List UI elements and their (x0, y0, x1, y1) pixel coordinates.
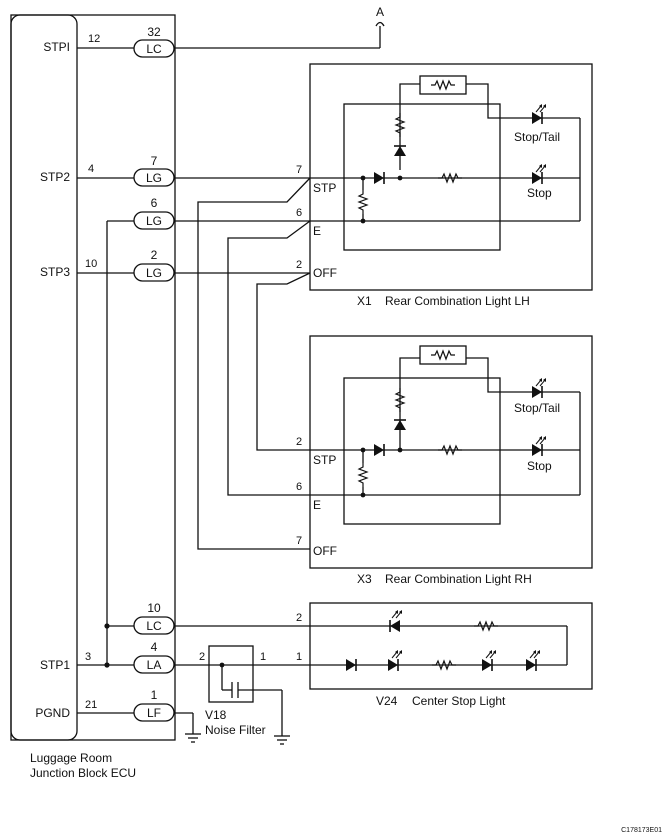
v24-pin-bottom: 1 (296, 651, 302, 663)
x3-id: X3 (357, 572, 372, 586)
x3-terminal-e: E (313, 498, 321, 512)
x3-pin-off: 7 (296, 535, 302, 547)
x1-pin-stp: 7 (296, 164, 302, 176)
x1-id: X1 (357, 294, 372, 308)
x3-terminal-stp: STP (313, 453, 336, 467)
connector-c5: LC 10 (133, 601, 175, 635)
terminal-pgnd: PGND (35, 706, 70, 720)
pin-stpi: 12 (88, 33, 100, 45)
svg-text:LG: LG (146, 266, 162, 280)
offpage-marker-a: A (376, 5, 384, 19)
pin-pgnd: 21 (85, 699, 97, 711)
v24-pin-top: 2 (296, 612, 302, 624)
terminal-stp3: STP3 (40, 265, 70, 279)
svg-text:LC: LC (146, 42, 162, 56)
svg-text:6: 6 (151, 196, 158, 210)
pin-stp1: 3 (85, 651, 91, 663)
connector-c7: LF 1 (133, 688, 175, 722)
svg-text:LC: LC (146, 619, 162, 633)
ground-symbol-ecu (184, 733, 202, 743)
svg-text:32: 32 (147, 25, 161, 39)
v18-noise-filter (208, 645, 283, 736)
external-wires (175, 177, 311, 734)
connector-c6: LA 4 (133, 640, 175, 674)
connector-c2: LG 7 (133, 154, 175, 187)
x1-terminal-off: OFF (313, 266, 337, 280)
x1-pin-e: 6 (296, 207, 302, 219)
svg-text:1: 1 (151, 688, 158, 702)
v24-center-stop-light (309, 602, 593, 690)
x3-lamp-stop-tail: Stop/Tail (514, 401, 560, 415)
x3-lamp-stop: Stop (527, 459, 552, 473)
x3-terminal-off: OFF (313, 544, 337, 558)
v18-pin-left: 2 (199, 651, 205, 663)
v24-name: Center Stop Light (412, 694, 506, 708)
ground-symbol-filter (273, 735, 291, 745)
svg-text:7: 7 (151, 154, 158, 168)
svg-text:LG: LG (146, 214, 162, 228)
terminal-stp1: STP1 (40, 658, 70, 672)
x1-terminal-stp: STP (313, 181, 336, 195)
x3-pin-e: 6 (296, 481, 302, 493)
pin-stp3: 10 (85, 258, 97, 270)
x1-lamp-stop-tail: Stop/Tail (514, 130, 560, 144)
x1-light-lh (309, 63, 593, 291)
ecu-name-line2: Junction Block ECU (30, 766, 136, 780)
x3-name: Rear Combination Light RH (385, 572, 532, 586)
svg-text:LG: LG (146, 171, 162, 185)
figure-code: C178173E01 (621, 827, 662, 834)
connector-c1: LC 32 (133, 25, 175, 58)
svg-text:10: 10 (147, 601, 161, 615)
stpi-wire (175, 21, 385, 49)
svg-text:2: 2 (151, 248, 158, 262)
ecu-name-line1: Luggage Room (30, 751, 112, 765)
x1-terminal-e: E (313, 224, 321, 238)
svg-text:LF: LF (147, 706, 161, 720)
x1-pin-off: 2 (296, 259, 302, 271)
connector-c3: LG 6 (133, 196, 175, 230)
v18-name: Noise Filter (205, 723, 266, 737)
connector-c4: LG 2 (133, 248, 175, 282)
v18-id: V18 (205, 708, 227, 722)
terminal-stpi: STPI (43, 40, 70, 54)
svg-text:LA: LA (147, 658, 162, 672)
pin-stp2: 4 (88, 163, 94, 175)
ecu-outline (10, 14, 176, 741)
x1-lamp-stop: Stop (527, 186, 552, 200)
v24-id: V24 (376, 694, 398, 708)
svg-text:4: 4 (151, 640, 158, 654)
v18-pin-right: 1 (260, 651, 266, 663)
x3-light-rh (309, 335, 593, 569)
ecu-internal-wires (77, 47, 134, 714)
x3-pin-stp: 2 (296, 436, 302, 448)
x1-name: Rear Combination Light LH (385, 294, 530, 308)
terminal-stp2: STP2 (40, 170, 70, 184)
